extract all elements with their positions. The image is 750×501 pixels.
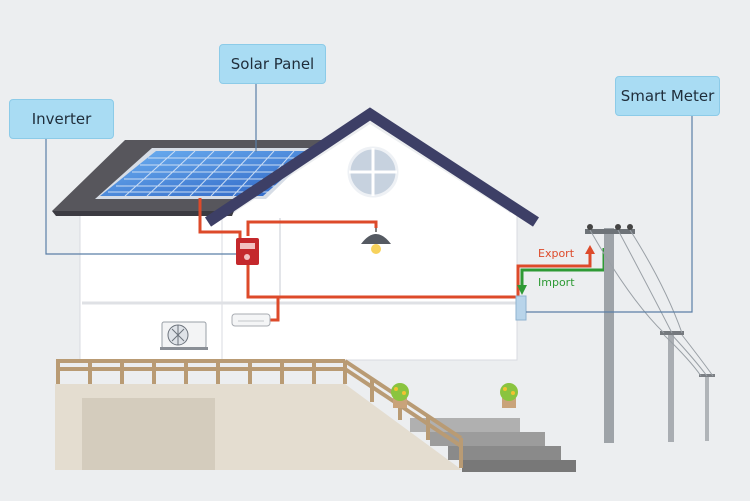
deck-panel <box>82 398 215 470</box>
air-conditioner-icon <box>160 321 208 350</box>
main-roof <box>204 107 539 227</box>
inverter-icon <box>236 238 259 265</box>
callout-leaders <box>45 80 693 313</box>
round-window <box>347 146 399 198</box>
inverter-callout: Inverter <box>9 99 114 139</box>
potted-plant-left <box>391 383 409 408</box>
utility-pole-icon <box>585 224 715 443</box>
house-right-wall <box>221 211 518 361</box>
export-label: Export <box>538 247 575 260</box>
smart-meter-callout: Smart Meter <box>615 76 720 116</box>
indoor-ac-unit <box>231 313 271 327</box>
import-label: Import <box>538 276 575 289</box>
export-arrowhead <box>585 245 595 254</box>
import-arrowhead <box>517 285 527 295</box>
smart-meter-icon <box>515 295 527 321</box>
potted-plant-right <box>500 383 518 408</box>
solar-panel-callout: Solar Panel <box>219 44 326 84</box>
